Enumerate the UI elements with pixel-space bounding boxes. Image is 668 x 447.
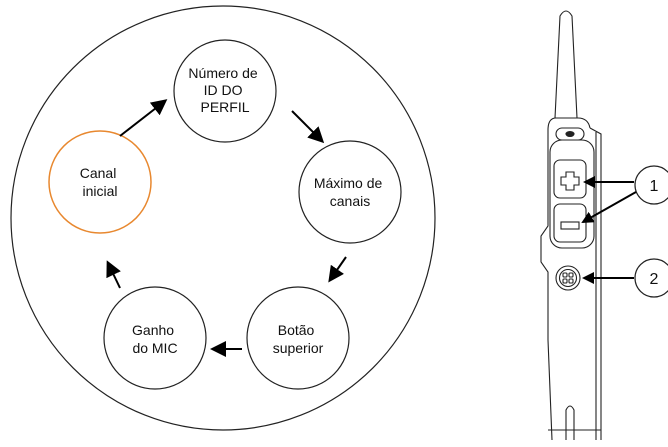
radio-bottom-slot xyxy=(565,405,575,440)
radio-body xyxy=(540,127,602,441)
antenna xyxy=(554,10,578,119)
volume-down-button[interactable] xyxy=(553,203,587,243)
top-side-button xyxy=(555,127,585,141)
node-max-channels-line2: canais xyxy=(330,193,370,209)
node-top-button-line2: superior xyxy=(273,340,324,356)
svg-text:Canal inicial: Canal inicial xyxy=(80,165,120,199)
svg-text:Máximo de canais: Máximo de canais xyxy=(314,175,386,209)
grid-button-icon[interactable] xyxy=(555,265,581,291)
callout-1-label: 1 xyxy=(650,178,659,195)
node-mic-gain-line2: do MIC xyxy=(132,340,177,356)
plus-icon xyxy=(560,171,580,191)
side-panel xyxy=(549,139,595,249)
svg-text:Ganho do MIC: Ganho do MIC xyxy=(132,322,178,356)
antenna-collar xyxy=(547,117,591,131)
callout-2: 2 xyxy=(582,258,668,298)
svg-text:Número de ID DO PE: Número de ID DO PERFIL xyxy=(188,65,261,115)
node-mic-gain-line1: Ganho xyxy=(132,322,174,338)
callout-2-label: 2 xyxy=(650,271,659,288)
arrow-mic-to-home xyxy=(106,260,121,289)
node-home-channel-line1: Canal xyxy=(80,165,117,181)
node-top-button-line1: Botão xyxy=(278,322,315,338)
arrow-profile-to-max xyxy=(291,110,325,144)
top-side-button-dot xyxy=(565,130,575,138)
node-max-channels: Máximo de canais xyxy=(298,140,402,244)
minus-icon xyxy=(560,221,580,230)
arrow-max-to-top xyxy=(328,256,347,283)
callout-1: 1 xyxy=(581,165,668,223)
node-profile-id: Número de ID DO PERFIL xyxy=(173,39,277,143)
node-max-channels-line1: Máximo de xyxy=(314,175,383,191)
node-home-channel-line2: inicial xyxy=(82,183,117,199)
radio-device xyxy=(540,10,602,441)
node-profile-id-line3: PERFIL xyxy=(200,99,249,115)
arrow-home-to-profile xyxy=(119,99,168,137)
node-profile-id-line1: Número de xyxy=(188,65,257,81)
node-profile-id-line2: ID DO xyxy=(204,82,243,98)
node-home-channel: Canal inicial xyxy=(48,130,152,234)
node-mic-gain: Ganho do MIC xyxy=(103,286,207,390)
node-top-button: Botão superior xyxy=(246,286,350,390)
svg-text:Botão superior: Botão superior xyxy=(273,322,324,356)
outer-circle xyxy=(10,5,436,431)
